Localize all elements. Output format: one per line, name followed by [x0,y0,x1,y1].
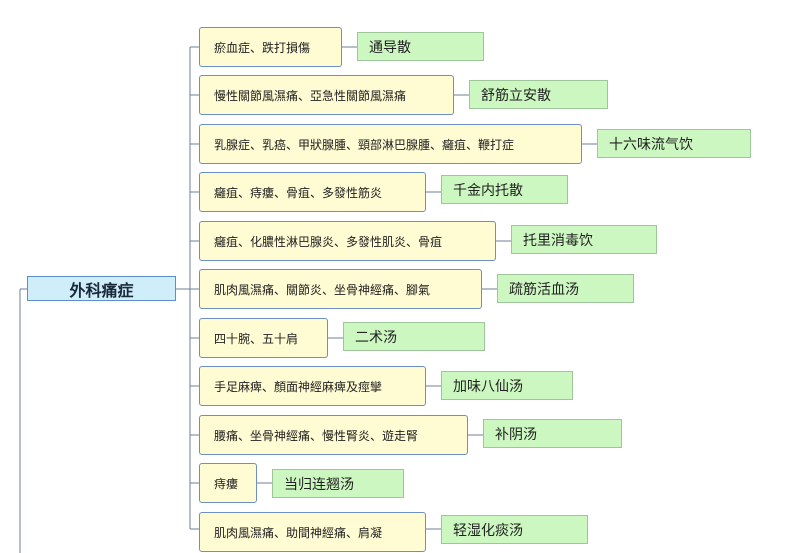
remedy-node[interactable]: 托里消毒饮 [511,225,657,254]
remedy-label: 通导散 [369,39,411,56]
remedy-node[interactable]: 舒筋立安散 [469,80,608,109]
condition-node[interactable]: 瘀血症、跌打損傷 [199,27,342,67]
remedy-node[interactable]: 通导散 [357,32,484,61]
remedy-node[interactable]: 当归连翘汤 [272,469,404,498]
condition-node[interactable]: 四十腕、五十肩 [199,318,328,358]
remedy-node[interactable]: 补阴汤 [483,419,622,448]
remedy-label: 当归连翘汤 [284,476,354,493]
remedy-node[interactable]: 二术汤 [343,322,485,351]
condition-node[interactable]: 痔瘻 [199,463,257,503]
condition-node[interactable]: 乳腺症、乳癌、甲狀腺腫、頸部淋巴腺腫、癰疽、鞭打症 [199,124,582,164]
condition-label: 手足麻痺、顏面神經麻痺及痙攣 [214,379,383,394]
condition-node[interactable]: 腰痛、坐骨神經痛、慢性腎炎、遊走腎 [199,415,468,455]
condition-label: 瘀血症、跌打損傷 [214,40,311,55]
remedy-label: 补阴汤 [495,426,537,443]
condition-label: 慢性關節風濕痛、亞急性關節風濕痛 [214,88,407,103]
condition-label: 痔瘻 [214,476,239,491]
remedy-label: 轻湿化痰汤 [453,522,523,539]
condition-label: 腰痛、坐骨神經痛、慢性腎炎、遊走腎 [214,428,419,443]
condition-node[interactable]: 手足麻痺、顏面神經麻痺及痙攣 [199,366,426,406]
condition-label: 肌肉風濕痛、關節炎、坐骨神經痛、腳氣 [214,282,431,297]
root-node[interactable]: 外科痛症 [27,276,176,301]
remedy-label: 疏筋活血汤 [509,281,579,298]
remedy-node[interactable]: 疏筋活血汤 [497,274,634,303]
remedy-label: 千金内托散 [453,182,523,199]
remedy-node[interactable]: 十六味流气饮 [597,129,751,158]
condition-node[interactable]: 癰疽、痔瘻、骨疽、多發性筋炎 [199,172,426,212]
remedy-label: 加味八仙汤 [453,378,523,395]
condition-node[interactable]: 慢性關節風濕痛、亞急性關節風濕痛 [199,75,454,115]
condition-label: 肌肉風濕痛、助間神經痛、肩凝 [214,525,383,540]
root-label: 外科痛症 [69,280,134,300]
remedy-label: 二术汤 [355,329,397,346]
condition-node[interactable]: 癰疽、化膿性淋巴腺炎、多發性肌炎、骨疽 [199,221,496,261]
remedy-node[interactable]: 加味八仙汤 [441,371,573,400]
condition-label: 癰疽、化膿性淋巴腺炎、多發性肌炎、骨疽 [214,234,443,249]
remedy-node[interactable]: 轻湿化痰汤 [441,515,588,544]
remedy-node[interactable]: 千金内托散 [441,175,568,204]
remedy-label: 舒筋立安散 [481,87,551,104]
condition-label: 癰疽、痔瘻、骨疽、多發性筋炎 [214,185,383,200]
condition-label: 四十腕、五十肩 [214,331,299,346]
condition-node[interactable]: 肌肉風濕痛、助間神經痛、肩凝 [199,512,426,552]
remedy-label: 托里消毒饮 [523,232,593,249]
condition-label: 乳腺症、乳癌、甲狀腺腫、頸部淋巴腺腫、癰疽、鞭打症 [214,137,515,152]
condition-node[interactable]: 肌肉風濕痛、關節炎、坐骨神經痛、腳氣 [199,269,482,309]
remedy-label: 十六味流气饮 [609,136,693,153]
